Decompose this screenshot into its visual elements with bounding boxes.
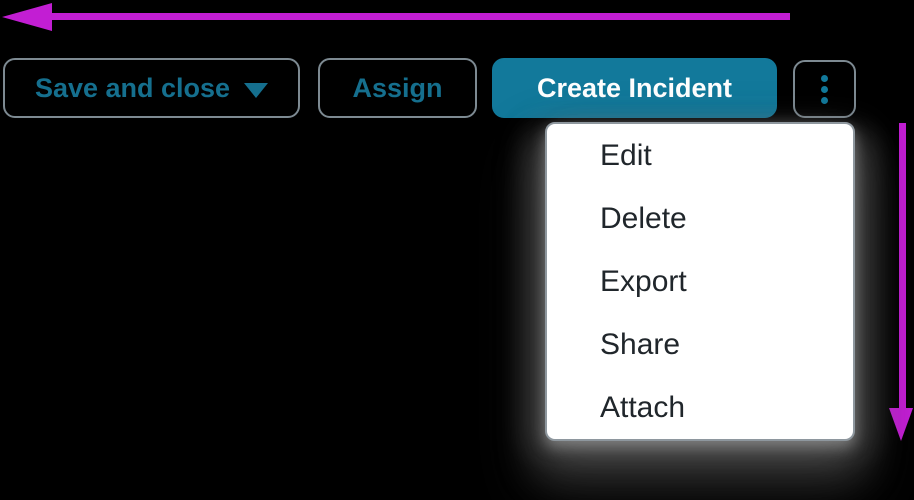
create-incident-button[interactable]: Create Incident: [492, 58, 777, 118]
arrow-down-head: [889, 408, 913, 441]
save-and-close-label: Save and close: [34, 72, 231, 103]
actions-dropdown-menu: Edit Delete Export Share Attach: [545, 122, 855, 441]
kebab-dot: [821, 74, 828, 82]
menu-item-export[interactable]: Export: [600, 264, 687, 298]
kebab-dot: [821, 96, 828, 104]
assign-label: Assign: [352, 72, 443, 103]
create-incident-label: Create Incident: [536, 72, 733, 103]
arrow-left-icon: [2, 3, 790, 31]
more-actions-button[interactable]: [793, 60, 856, 118]
arrow-down-shaft: [899, 123, 906, 410]
kebab-menu-icon: [821, 74, 828, 104]
menu-item-delete[interactable]: Delete: [600, 201, 687, 235]
kebab-dot: [821, 85, 828, 93]
assign-button[interactable]: Assign: [318, 58, 477, 118]
menu-item-edit[interactable]: Edit: [600, 138, 652, 172]
arrow-left-shaft: [42, 13, 790, 20]
chevron-down-icon: [244, 82, 269, 98]
menu-item-attach[interactable]: Attach: [600, 390, 686, 424]
arrow-left-head: [2, 3, 52, 31]
menu-item-share[interactable]: Share: [600, 327, 681, 361]
save-and-close-button[interactable]: Save and close: [3, 58, 300, 118]
